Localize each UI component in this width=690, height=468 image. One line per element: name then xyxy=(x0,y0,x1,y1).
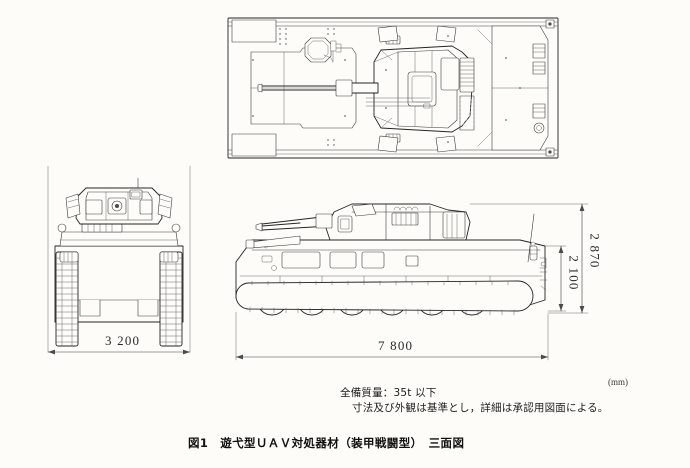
unit-label: (mm) xyxy=(608,377,628,387)
side-view-group xyxy=(235,203,548,316)
dimension-overall-height: 2 870 xyxy=(587,233,603,269)
front-view-group xyxy=(47,165,191,353)
dimension-hull-height: 2 100 xyxy=(566,255,582,291)
note-line-2: 寸法及び外観は基準とし，詳細は承認用図面による。 xyxy=(352,402,609,414)
dimension-front-width: 3 200 xyxy=(105,333,141,348)
dimension-side-length: 7 800 xyxy=(378,338,414,353)
plan-view-group xyxy=(227,17,559,159)
note-line-1: 全備質量：35t 以下 xyxy=(340,387,437,399)
figure-caption: 図1 遊弋型ＵＡＶ対処器材（装甲戦闘型） 三面図 xyxy=(188,436,465,450)
dimension-lines xyxy=(47,203,589,361)
